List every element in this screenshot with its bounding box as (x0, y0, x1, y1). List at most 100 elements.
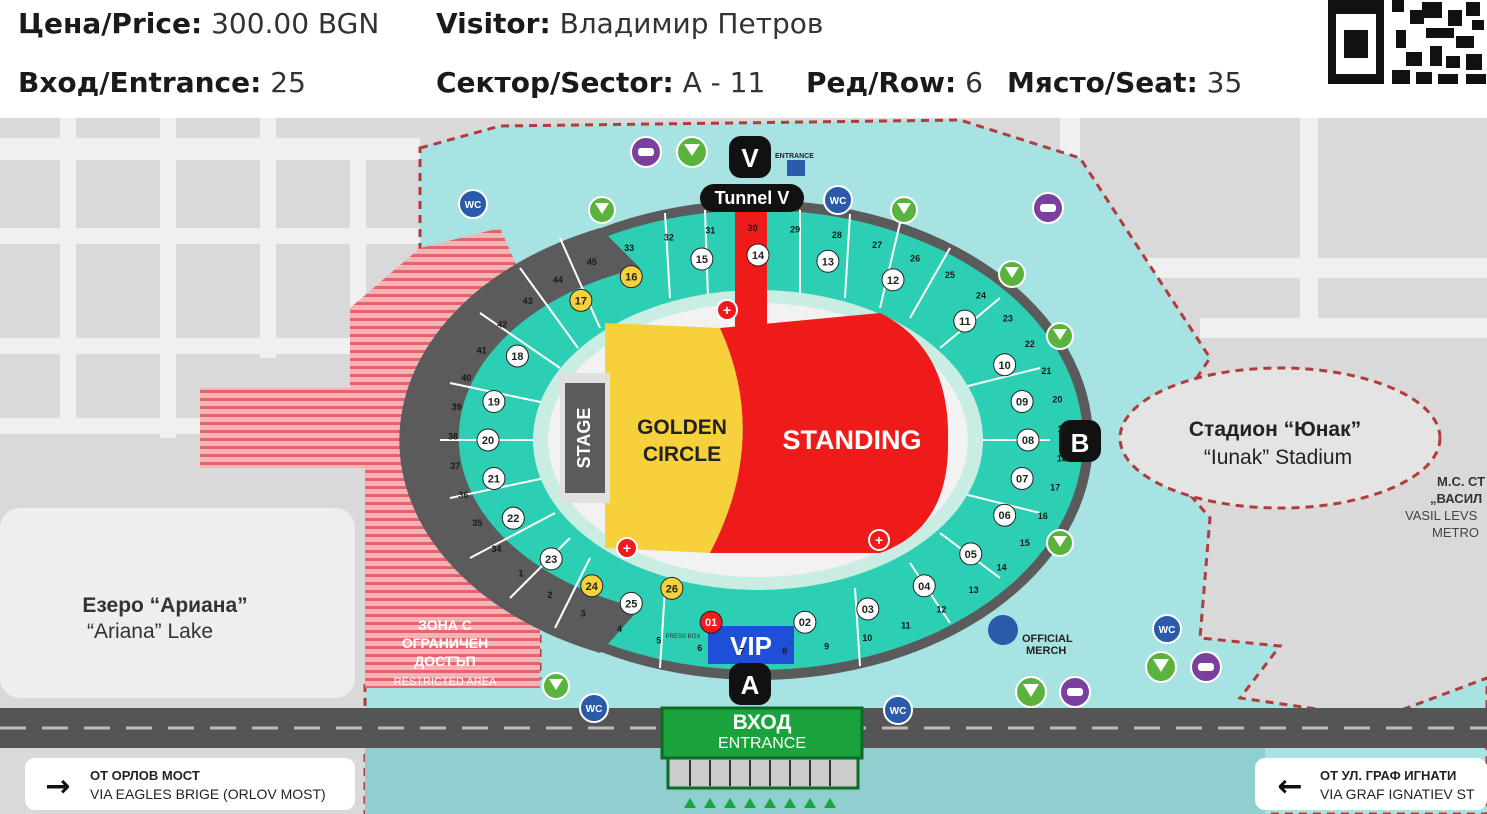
entrance-number: 10 (999, 360, 1011, 372)
gate-a-label: A (741, 670, 760, 700)
entrance-marker (1010, 390, 1034, 414)
svg-text:WC: WC (586, 704, 603, 715)
entrance-marker (959, 542, 983, 566)
entrance-number: 26 (666, 583, 678, 595)
entrance-number: 24 (586, 581, 599, 593)
main-entrance-label-en: ENTRANCE (718, 735, 806, 752)
first-aid-icon: + (616, 537, 638, 559)
entrance-number: 18 (511, 351, 523, 363)
drink-icon (1015, 676, 1047, 708)
entrance-marker (746, 243, 770, 267)
entrance-number: 13 (822, 256, 834, 268)
direction-right: ← (1255, 758, 1487, 810)
stage-label: STAGE (574, 408, 594, 469)
sector-number: 29 (790, 225, 800, 235)
sector-number: 24 (976, 290, 986, 300)
sector-number: 10 (862, 633, 872, 643)
drink-icon (1046, 322, 1074, 350)
lake-label-bg: Езеро “Ариана” (82, 594, 247, 617)
sector-number: 45 (587, 257, 597, 267)
entrance-marker (993, 503, 1017, 527)
entrance-marker (1010, 466, 1034, 490)
direction-left: → (25, 758, 355, 810)
main-entrance (660, 706, 864, 808)
wc-icon: WC (883, 695, 913, 725)
gate-v-label: V (741, 143, 759, 173)
tunnel-v (735, 210, 767, 330)
standing-area (710, 313, 949, 553)
entrance-number: 25 (625, 598, 637, 610)
svg-text:WC: WC (465, 200, 482, 211)
entrance-number: 02 (799, 617, 811, 629)
visitor-field: Visitor: Владимир Петров (436, 7, 824, 40)
sector-number: 18 (1057, 453, 1067, 463)
svg-text:+: + (723, 302, 731, 318)
entrance-marker (569, 288, 593, 312)
sector-number: 2 (547, 590, 552, 600)
burger-icon (630, 136, 662, 168)
entrance-marker (619, 265, 643, 289)
metro-label-2: „ВАСИЛ (1430, 491, 1482, 506)
sector-number: 11 (901, 620, 911, 630)
vip-section (708, 626, 794, 664)
entrance-number: 12 (887, 275, 899, 287)
entrance-number: 23 (545, 554, 557, 566)
drink-icon (542, 672, 570, 700)
lake-label-en: “Ariana” Lake (87, 620, 213, 643)
sector-number: 17 (1050, 483, 1060, 493)
sector-number: 13 (969, 585, 979, 595)
burger-icon (1032, 192, 1064, 224)
entrance-marker (953, 309, 977, 333)
gate-v: V (729, 136, 771, 178)
golden-label-2: CIRCLE (643, 443, 721, 466)
sector-number: 15 (1020, 538, 1030, 548)
seat-dividers (659, 209, 1050, 669)
entrance-number: 08 (1022, 435, 1034, 447)
restricted-label-3: ДОСТЪП (414, 653, 475, 669)
sector-number: 5 (656, 635, 661, 645)
sector-number: 25 (945, 270, 955, 280)
sector-number: 38 (448, 431, 458, 441)
entrance-marker (1016, 428, 1040, 452)
price-field: Цена/Price: 300.00 BGN (18, 7, 380, 40)
tunnel-label: Tunnel V (715, 188, 790, 208)
first-aid-icon: + (868, 529, 890, 551)
sector-number: 30 (748, 223, 758, 233)
entrance-marker (619, 591, 643, 615)
gate-v-entrance-label: ENTRANCE (775, 153, 814, 160)
entrance-marker (660, 576, 684, 600)
stadium-label-bg: Стадион “Юнак” (1189, 418, 1361, 441)
entrance-marker (505, 344, 529, 368)
tshirt-icon (988, 615, 1018, 645)
merch-label-2: MERCH (1026, 645, 1066, 657)
entrance-number: 07 (1016, 473, 1028, 485)
sector-number: 1 (518, 568, 523, 578)
svg-text:+: + (623, 540, 631, 556)
arrow-left-icon: ← (1277, 769, 1302, 804)
entrance-number: 20 (482, 435, 494, 447)
entrance-marker (482, 466, 506, 490)
entrance-field: Вход/Entrance: 25 (18, 66, 306, 99)
sector-number: 42 (497, 320, 507, 330)
burger-icon (1190, 651, 1222, 683)
sector-number: 28 (832, 230, 842, 240)
sector-number: 31 (705, 226, 715, 236)
entrance-marker (816, 249, 840, 273)
restricted-label-en: RESTRICTED AREA (394, 676, 497, 688)
gate-b: B (1059, 420, 1101, 462)
metro-label-4: METRO (1432, 525, 1479, 540)
drink-icon (1046, 529, 1074, 557)
sector-number: 12 (937, 604, 947, 614)
entrance-number: 03 (862, 604, 874, 616)
sector-number: 19 (1058, 424, 1068, 434)
drink-icon (890, 196, 918, 224)
golden-circle (605, 323, 743, 553)
golden-label-1: GOLDEN (637, 416, 727, 439)
svg-text:WC: WC (830, 196, 847, 207)
sector-number: 9 (824, 642, 829, 652)
sector-field: Сектор/Sector: A - 11 (436, 66, 766, 99)
entrance-marker (912, 574, 936, 598)
standing-label: STANDING (783, 425, 922, 455)
